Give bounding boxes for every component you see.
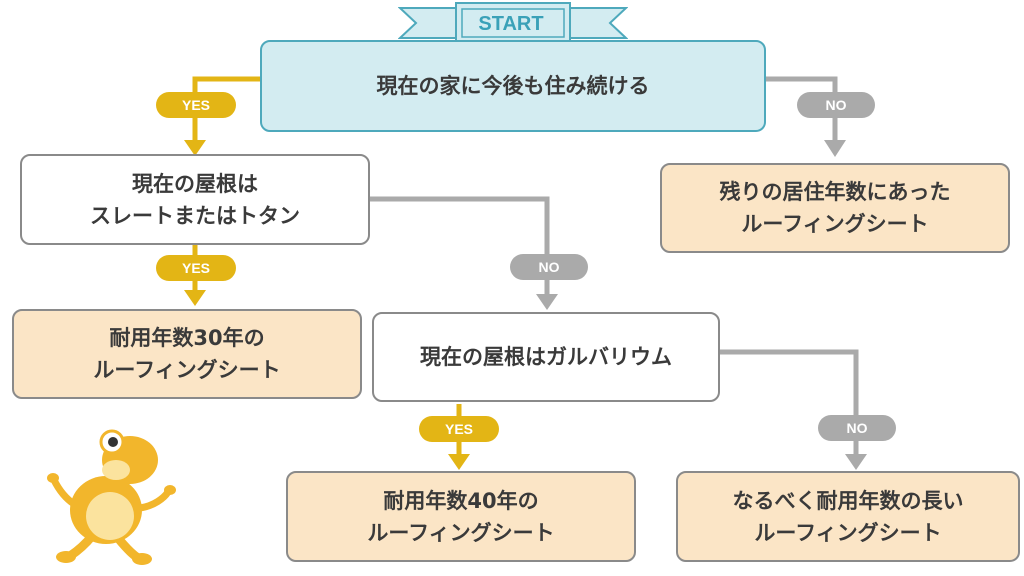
- arrowhead-start-no: [824, 140, 846, 157]
- result-remaining-years: 残りの居住年数にあった ルーフィングシート: [660, 163, 1010, 253]
- no-label: NO: [510, 254, 588, 280]
- start-label: START: [478, 12, 544, 35]
- yes-label: YES: [156, 92, 236, 118]
- arrowhead-galv-yes: [448, 454, 470, 470]
- arrowhead-slate-no: [536, 294, 558, 310]
- question-slate-or-tin: 現在の屋根は スレートまたはトタン: [20, 154, 370, 245]
- no-label: NO: [818, 415, 896, 441]
- arrowhead-slate-yes: [184, 290, 206, 306]
- connector-galv-no: [720, 349, 859, 462]
- connector-start-no: [764, 76, 838, 150]
- question-live-here: 現在の家に今後も住み続ける: [260, 40, 766, 132]
- connector-start-yes: [192, 76, 262, 150]
- start-ribbon-icon: [398, 2, 628, 46]
- question-galvalume: 現在の屋根はガルバリウム: [372, 312, 720, 402]
- connector-slate-no: [370, 196, 550, 302]
- arrowhead-start-yes: [184, 140, 206, 156]
- no-label: NO: [797, 92, 875, 118]
- result-longest-life: なるべく耐用年数の長い ルーフィングシート: [676, 471, 1020, 562]
- arrowhead-galv-no: [845, 454, 867, 470]
- frog-icon: [47, 429, 176, 565]
- yes-label: YES: [419, 416, 499, 442]
- yes-label: YES: [156, 255, 236, 281]
- result-30-years: 耐用年数30年の ルーフィングシート: [12, 309, 362, 399]
- result-40-years: 耐用年数40年の ルーフィングシート: [286, 471, 636, 562]
